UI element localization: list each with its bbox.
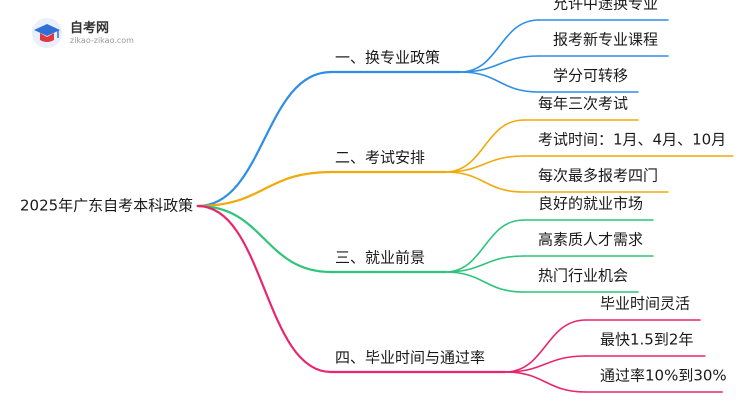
link-root-branch-1 (196, 70, 333, 208)
child-node-3-3: 热门行业机会 (538, 267, 628, 285)
link-branch-1-child-2 (459, 55, 540, 73)
child-node-1-3: 学分可转移 (553, 67, 628, 85)
child-node-2-2: 考试时间：1月、4月、10月 (538, 131, 726, 149)
link-branch-1-child-3 (459, 71, 540, 93)
link-root-branch-2 (196, 170, 333, 208)
child-node-4-2: 最快1.5到2年 (600, 331, 693, 349)
link-branch-4-child-3 (504, 371, 587, 393)
graduation-cap-icon (32, 18, 62, 48)
child-node-4-3: 通过率10%到30% (600, 367, 727, 385)
child-node-2-1: 每年三次考试 (538, 95, 628, 113)
child-node-2-3: 每次最多报考四门 (538, 167, 658, 185)
branch-node-4: 四、毕业时间与通过率 (335, 349, 485, 367)
link-root-branch-4 (196, 204, 333, 374)
link-branch-2-child-3 (444, 171, 525, 193)
link-branch-4-child-1 (504, 319, 587, 373)
child-node-1-1: 允许中途换专业 (553, 0, 658, 13)
child-node-3-1: 良好的就业市场 (538, 195, 643, 213)
link-branch-3-child-1 (444, 219, 525, 273)
link-branch-4-child-2 (504, 355, 587, 373)
root-node: 2025年广东自考本科政策 (20, 197, 193, 215)
child-node-4-1: 毕业时间灵活 (600, 295, 690, 313)
link-root-branch-3 (196, 204, 333, 274)
branch-node-1: 一、换专业政策 (335, 49, 440, 67)
link-branch-3-child-3 (444, 271, 525, 293)
site-logo[interactable]: 自考网 zikao-zikao.com (30, 14, 140, 54)
child-node-3-2: 高素质人才需求 (538, 231, 643, 249)
link-branch-1-child-1 (459, 19, 540, 73)
logo-url: zikao-zikao.com (70, 36, 134, 45)
branch-node-2: 二、考试安排 (335, 149, 425, 167)
link-branch-2-child-2 (444, 155, 525, 173)
link-branch-3-child-2 (444, 255, 525, 273)
logo-name: 自考网 (70, 21, 110, 36)
branch-node-3: 三、就业前景 (335, 249, 425, 267)
child-node-1-2: 报考新专业课程 (553, 31, 658, 49)
link-branch-2-child-1 (444, 119, 525, 173)
